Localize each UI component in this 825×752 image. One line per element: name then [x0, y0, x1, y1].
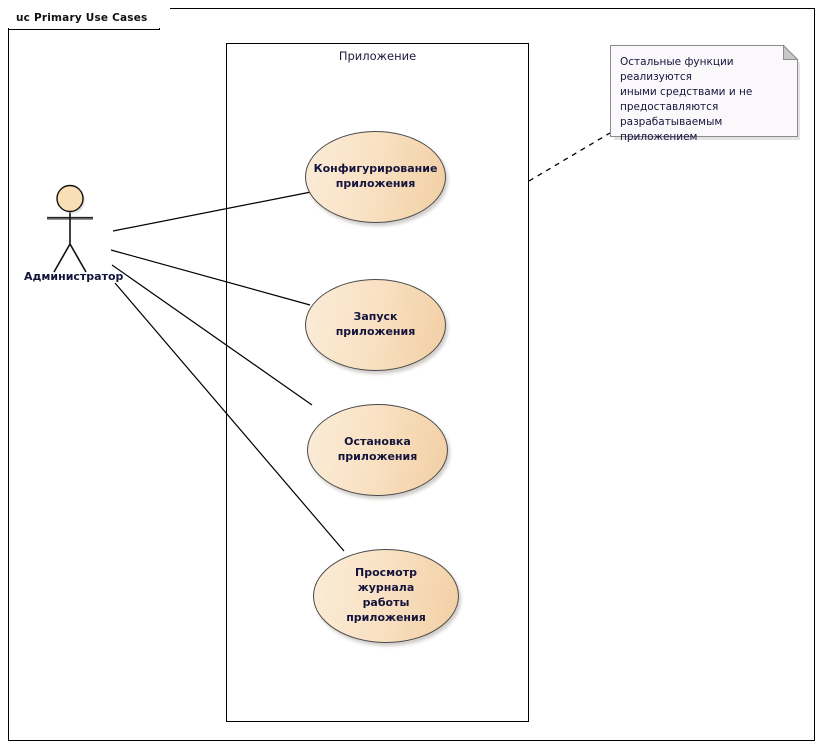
- use-case-stop[interactable]: Остановка приложения: [307, 404, 448, 496]
- note-shape[interactable]: [610, 44, 800, 140]
- note-fold-corner-icon: [783, 44, 799, 60]
- actor-leg-right: [69, 243, 87, 273]
- use-case-configure-label: Конфигурирование приложения: [313, 162, 438, 190]
- use-case-start-label: Запуск приложения: [335, 310, 416, 338]
- actor-head-icon: [56, 184, 84, 213]
- note-text: Остальные функции реализуются иными сред…: [620, 56, 753, 143]
- use-case-viewlog-label: Просмотр журнала работы приложения: [346, 566, 426, 624]
- system-boundary-label: Приложение: [338, 49, 417, 63]
- use-case-start[interactable]: Запуск приложения: [305, 279, 446, 371]
- use-case-stop-label: Остановка приложения: [337, 435, 418, 463]
- actor-administrator[interactable]: [38, 178, 104, 278]
- actor-leg-left: [53, 243, 71, 273]
- use-case-viewlog[interactable]: Просмотр журнала работы приложения: [313, 549, 459, 643]
- use-case-configure[interactable]: Конфигурирование приложения: [305, 131, 446, 223]
- actor-label: Администратор: [24, 270, 124, 283]
- frame-label: uc Primary Use Cases: [8, 8, 170, 28]
